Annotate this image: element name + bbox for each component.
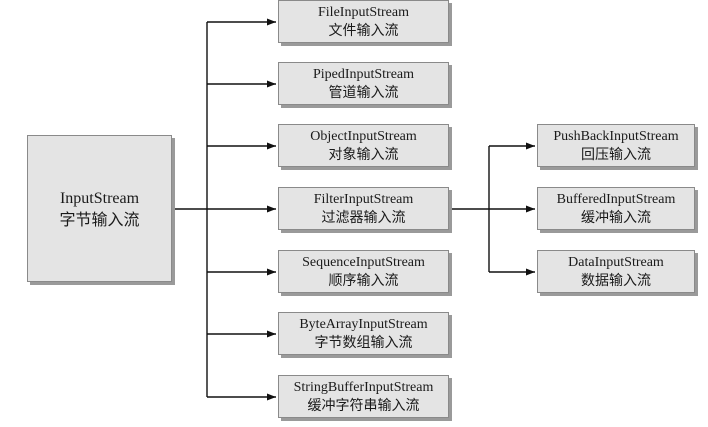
- node-name: PushBackInputStream: [553, 128, 679, 144]
- node-data-input-stream: DataInputStream 数据输入流: [537, 250, 695, 293]
- node-name: SequenceInputStream: [302, 254, 425, 270]
- node-description: 对象输入流: [328, 146, 399, 163]
- node-description: 缓冲输入流: [581, 209, 651, 226]
- node-description: 数据输入流: [581, 272, 651, 289]
- node-piped-input-stream: PipedInputStream 管道输入流: [278, 62, 449, 105]
- node-name: InputStream: [59, 189, 140, 207]
- node-name: BufferedInputStream: [556, 191, 676, 207]
- node-name: PipedInputStream: [312, 66, 415, 82]
- node-pushback-input-stream: PushBackInputStream 回压输入流: [537, 124, 695, 167]
- node-buffered-input-stream: BufferedInputStream 缓冲输入流: [537, 187, 695, 230]
- node-string-buffer-input-stream: StringBufferInputStream 缓冲字符串输入流: [278, 375, 449, 418]
- node-description: 管道输入流: [328, 84, 399, 101]
- node-byte-array-input-stream: ByteArrayInputStream 字节数组输入流: [278, 312, 449, 355]
- node-description: 顺序输入流: [328, 272, 399, 289]
- node-description: 文件输入流: [328, 22, 399, 39]
- node-name: ByteArrayInputStream: [299, 316, 428, 332]
- node-name: StringBufferInputStream: [293, 379, 434, 395]
- node-filter-input-stream: FilterInputStream 过滤器输入流: [278, 187, 449, 230]
- node-description: 过滤器输入流: [321, 209, 406, 226]
- node-description: 缓冲字符串输入流: [307, 397, 420, 414]
- node-object-input-stream: ObjectInputStream 对象输入流: [278, 124, 449, 167]
- root-node-inputstream: InputStream 字节输入流: [27, 135, 172, 282]
- node-description: 回压输入流: [581, 146, 651, 163]
- node-name: DataInputStream: [568, 254, 664, 270]
- node-file-input-stream: FileInputStream 文件输入流: [278, 0, 449, 43]
- node-description: 字节数组输入流: [314, 334, 413, 351]
- node-name: FileInputStream: [318, 4, 409, 20]
- node-description: 字节输入流: [59, 209, 140, 229]
- node-name: FilterInputStream: [313, 191, 414, 207]
- node-name: ObjectInputStream: [310, 128, 417, 144]
- node-sequence-input-stream: SequenceInputStream 顺序输入流: [278, 250, 449, 293]
